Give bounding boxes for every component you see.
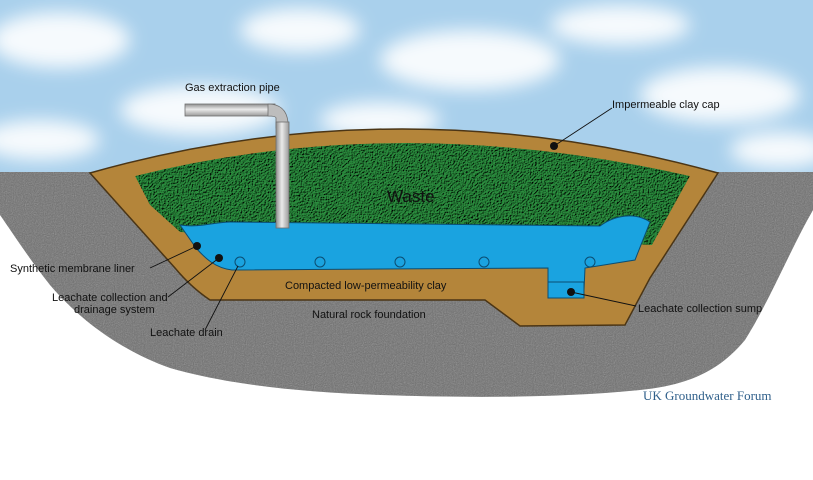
gas-extraction-pipe (184, 103, 290, 229)
drain-pipe (478, 256, 490, 268)
drain-pipe (584, 256, 596, 268)
label-clay-cap: Impermeable clay cap (612, 99, 720, 111)
label-compacted-clay: Compacted low-permeability clay (285, 280, 447, 292)
label-gas-pipe: Gas extraction pipe (185, 82, 280, 94)
leader-lines (149, 107, 637, 331)
label-waste: Waste (387, 187, 435, 206)
label-leachate-collection-line1: Leachate collection and (52, 292, 168, 304)
drain-pipe (314, 256, 326, 268)
label-rock-foundation: Natural rock foundation (312, 309, 426, 321)
label-collection-sump: Leachate collection sump (638, 303, 762, 315)
leachate-drains (234, 256, 596, 268)
credit-text: UK Groundwater Forum (643, 388, 772, 403)
label-synthetic-liner: Synthetic membrane liner (10, 263, 135, 275)
clouds (0, 5, 813, 168)
label-leachate-drain: Leachate drain (150, 327, 223, 339)
label-leachate-collection-line2: drainage system (74, 304, 155, 316)
waste-body (135, 143, 690, 245)
leachate-sump (547, 281, 585, 299)
drain-pipe (394, 256, 406, 268)
drain-pipe (234, 256, 246, 268)
